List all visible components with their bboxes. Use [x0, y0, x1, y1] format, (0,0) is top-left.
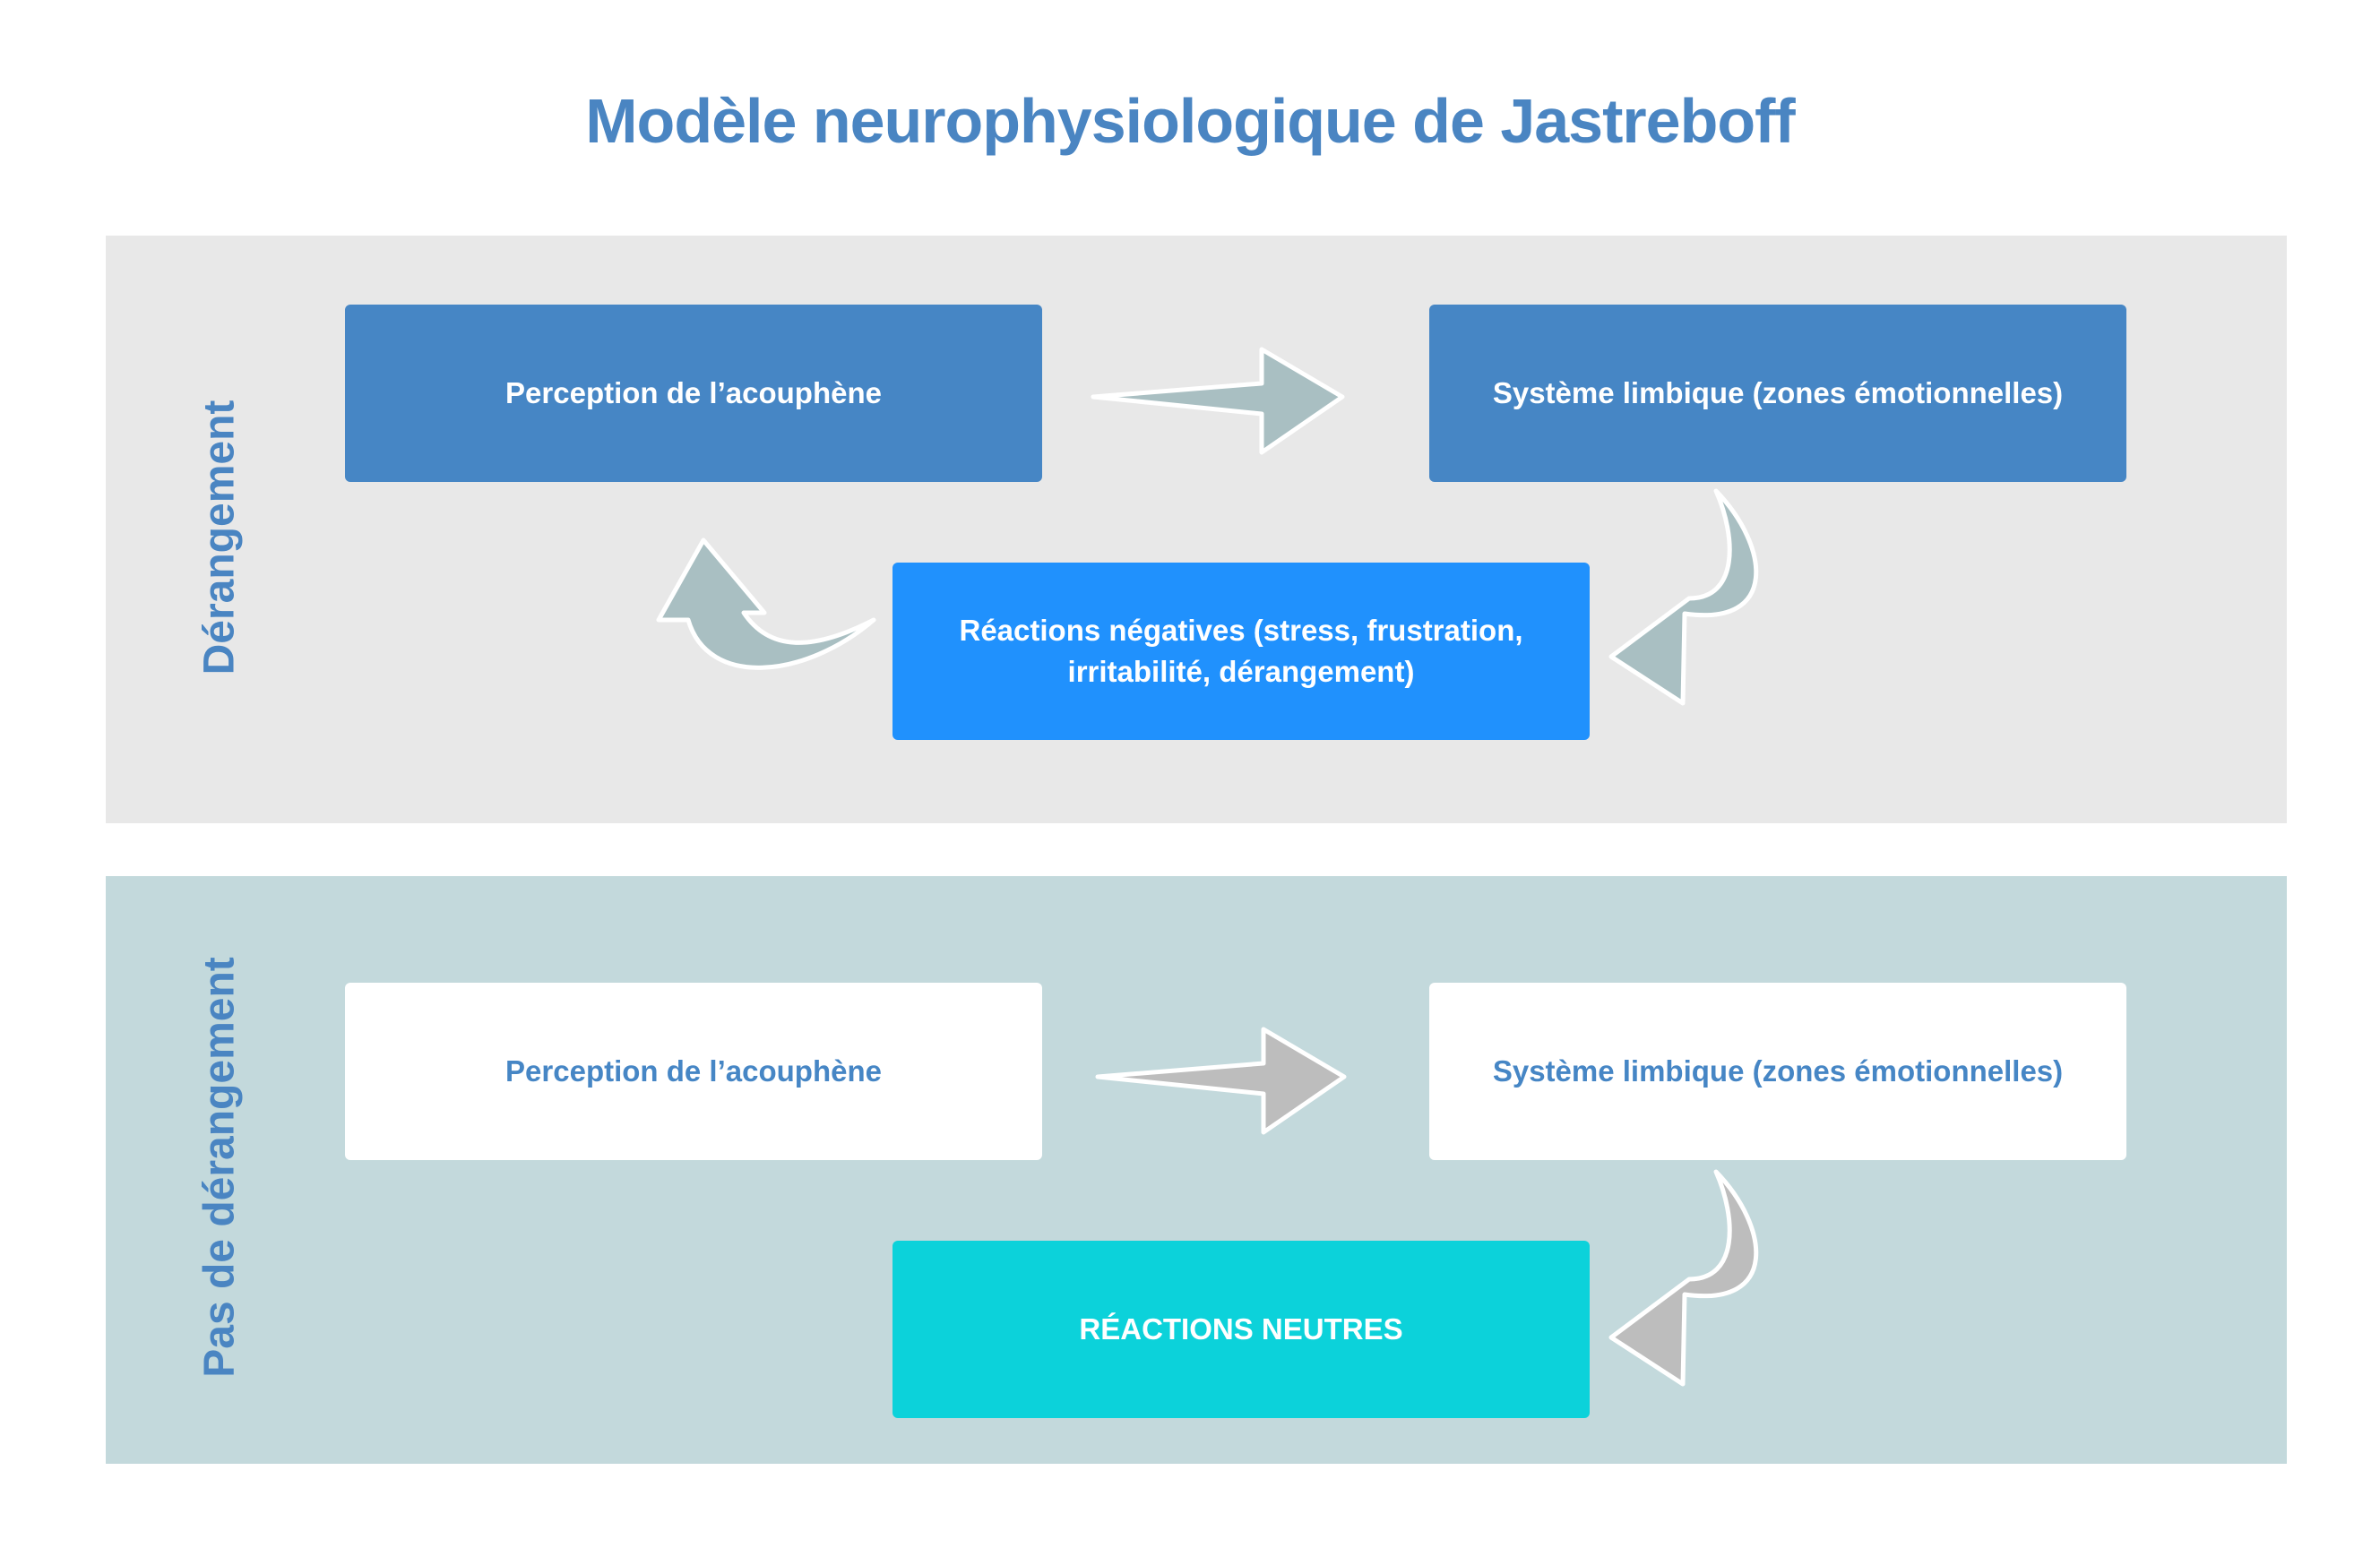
limbic-system-label: Système limbique (zones émotionnelles): [1492, 376, 2064, 409]
neutral-reactions-label: RÉACTIONS NEUTRES: [1079, 1312, 1403, 1346]
limbic-system-box: Système limbique (zones émotionnelles): [1429, 305, 2126, 482]
perception-label-neutral: Perception de l’acouphène: [505, 1054, 882, 1088]
negative-reactions-line-1: Réactions négatives (stress, frustration…: [959, 614, 1523, 647]
limbic-system-box-neutral: Système limbique (zones émotionnelles): [1429, 983, 2126, 1160]
perception-box-neutral: Perception de l’acouphène: [345, 983, 1042, 1160]
neutral-reactions-box: RÉACTIONS NEUTRES: [892, 1241, 1590, 1418]
negative-reactions-box: Réactions négatives (stress, frustration…: [892, 563, 1590, 740]
diagram-title: Modèle neurophysiologique de Jastreboff: [585, 86, 1795, 156]
perception-box: Perception de l’acouphène: [345, 305, 1042, 482]
section-label-pas-de-derangement: Pas de dérangement: [195, 957, 244, 1378]
limbic-system-label-neutral: Système limbique (zones émotionnelles): [1492, 1054, 2064, 1088]
section-label-derangement: Dérangement: [195, 400, 244, 675]
perception-label: Perception de l’acouphène: [505, 376, 882, 409]
negative-reactions-line-2: irritabilité, dérangement): [1067, 655, 1415, 688]
